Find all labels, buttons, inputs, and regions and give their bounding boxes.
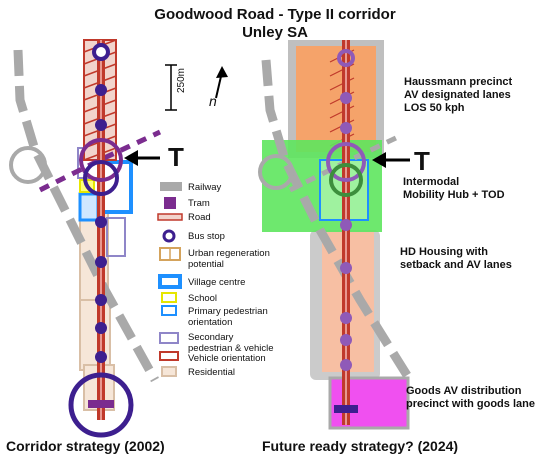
haussmann-zone-fill (296, 46, 376, 152)
railway-station (9, 146, 47, 184)
legend-village-centre: Village centre (188, 277, 246, 288)
housing-label: HD Housing with setback and AV lanes (400, 246, 512, 271)
haussmann-label: Haussmann precinct AV designated lanes L… (404, 76, 513, 114)
bottom-hub-circle (68, 372, 134, 438)
t-label-left: T (168, 142, 184, 172)
caption-left: Corridor strategy (2002) (6, 438, 165, 454)
diagram-subtitle: Unley SA (242, 24, 308, 41)
left-corridor-diagram (9, 39, 162, 438)
railway-line-right (261, 59, 414, 383)
legend-secondary-pedestrian-vehicle: Secondary pedestrian & vehicle (188, 332, 274, 354)
t-arrow-left (124, 150, 138, 166)
goods-label: Goods AV distribution precinct with good… (406, 385, 535, 410)
bus-stops (92, 43, 110, 363)
railway-line (13, 49, 159, 383)
tram-line (38, 129, 162, 193)
legend-primary-pedestrian: Primary pedestrian orientation (188, 306, 268, 328)
legend-tram: Tram (188, 198, 210, 209)
scale-label: 250m (176, 68, 187, 94)
t-arrow-right (372, 152, 386, 168)
caption-right: Future ready strategy? (2024) (262, 438, 459, 454)
primary-pedestrian-block (78, 192, 100, 222)
legend-school: School (188, 293, 218, 304)
legend-railway: Railway (188, 182, 222, 193)
t-label-right: T (414, 146, 430, 176)
legend-urban-regeneration: Urban regeneration potential (188, 248, 270, 270)
legend-bus-stop: Bus stop (188, 231, 225, 242)
legend-road: Road (188, 212, 211, 223)
legend-swatches (157, 182, 183, 377)
north-label: n (209, 93, 217, 109)
diagram-title: Goodwood Road - Type II corridor (154, 6, 396, 23)
legend-vehicle-orientation: Vehicle orientation (188, 353, 266, 364)
hub-circle-inner (83, 160, 119, 196)
hub-label: Intermodal Mobility Hub + TOD (403, 176, 505, 201)
right-corridor-diagram (258, 40, 414, 430)
secondary-pedestrian-vehicle-block (106, 217, 126, 257)
goods-zone (328, 376, 410, 430)
hub-circle-outer (79, 138, 123, 182)
legend-residential: Residential (188, 367, 235, 378)
bus-stops-right (337, 49, 355, 371)
